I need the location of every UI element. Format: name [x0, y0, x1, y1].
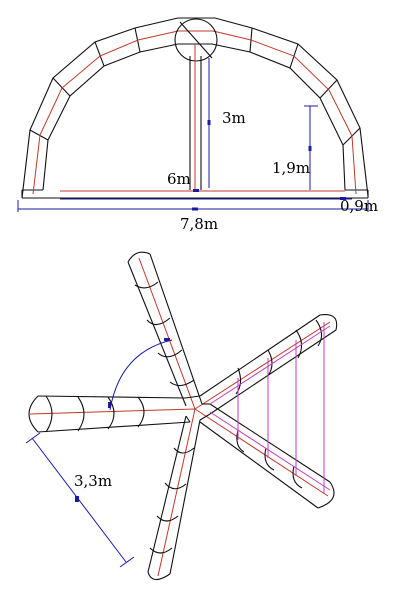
arm-upper-right — [194, 314, 338, 415]
radius-label: 6m — [167, 170, 191, 188]
plan-view: 3,3m — [25, 251, 338, 581]
span-label: 7,8m — [180, 215, 218, 233]
arm-length-label: 3,3m — [74, 472, 112, 490]
arch-centerline — [32, 30, 357, 195]
height-center-label: 3m — [222, 109, 246, 127]
arm-down — [147, 408, 201, 581]
arch-elevation: 3m 6m 1,9m 7,8m 0,9m — [17, 17, 378, 233]
arch-top-ring-mark — [179, 21, 213, 59]
arm-up — [127, 251, 203, 410]
arch-outer-outline — [21, 17, 369, 199]
arch-segment-dividers — [22, 27, 368, 191]
height-side-label: 1,9m — [272, 159, 310, 177]
offset-label: 0,9m — [340, 197, 378, 215]
arm-left — [28, 395, 196, 433]
angle-arc — [109, 339, 173, 411]
arm-lower-right — [194, 403, 335, 509]
arch-top-ring — [174, 18, 218, 62]
bracing — [209, 322, 331, 494]
hub-center-lines — [184, 395, 211, 423]
